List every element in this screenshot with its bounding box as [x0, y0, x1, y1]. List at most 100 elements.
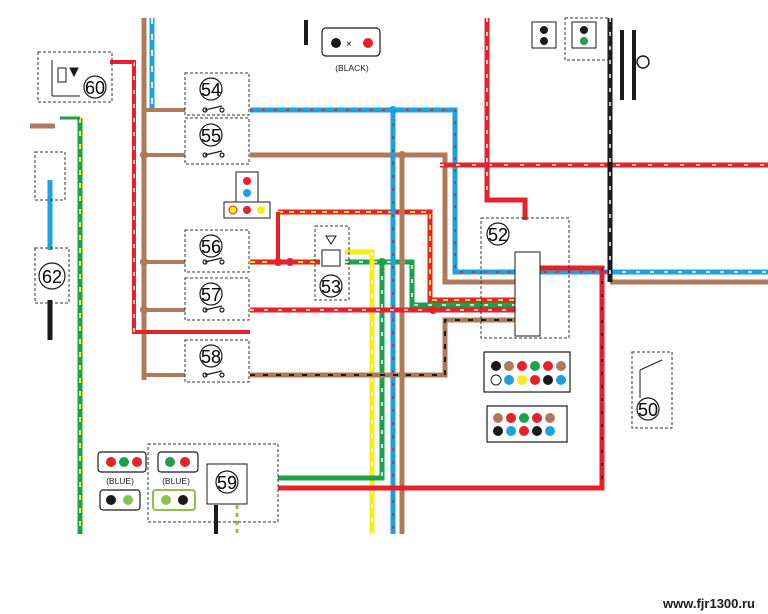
relay-coil	[57, 67, 67, 83]
label-56: 56	[199, 234, 223, 258]
connector-blue-1	[97, 451, 147, 511]
box-52	[480, 217, 570, 339]
contact-lever	[204, 105, 223, 111]
label-60: 60	[83, 75, 107, 99]
pin	[532, 413, 542, 423]
label-57: 57	[199, 282, 223, 306]
pin	[506, 426, 516, 436]
pin-x: ×	[346, 39, 352, 50]
pin-half	[540, 37, 548, 45]
wire-brown-58r-dash	[250, 319, 515, 376]
junction-dot	[429, 306, 437, 314]
contact	[219, 107, 225, 113]
pin-half	[161, 495, 171, 505]
connector-black-top: ×	[321, 27, 381, 57]
label-circle	[215, 470, 239, 494]
label-59: 59	[215, 470, 239, 494]
label-circle	[199, 344, 223, 368]
label-circle	[199, 282, 223, 306]
connector-shell	[99, 489, 141, 511]
label-text: 53	[321, 277, 341, 297]
pin-black	[580, 26, 588, 34]
switch-contacts	[202, 105, 225, 378]
relay-box-57	[184, 277, 250, 321]
connector-label-black: (BLACK)	[335, 63, 369, 73]
diode	[325, 235, 337, 245]
pin	[543, 375, 553, 385]
label-text: 50	[638, 400, 658, 420]
pin	[517, 375, 527, 385]
junction-dot	[286, 258, 294, 266]
label-52: 52	[486, 222, 510, 246]
pin	[517, 361, 527, 371]
component-53-body	[321, 249, 341, 267]
component-53-symbol	[321, 235, 341, 267]
contact	[219, 259, 225, 265]
pin	[491, 361, 501, 371]
relay-box-55	[184, 117, 250, 165]
label-text: 60	[85, 78, 105, 98]
pin	[519, 413, 529, 423]
junction-dot	[140, 151, 148, 159]
label-text: 55	[201, 126, 221, 146]
junction-dot	[140, 306, 148, 314]
connector-shell	[152, 489, 196, 511]
wire-red-yellow-dash	[278, 211, 515, 301]
relay-boxes	[34, 17, 673, 523]
label-text: 52	[488, 225, 508, 245]
box-left-side	[34, 151, 66, 201]
pin-black	[106, 495, 116, 505]
pin-red	[243, 206, 251, 214]
relay-box-56	[184, 229, 250, 273]
wire-red-right-vert	[484, 18, 528, 220]
wire-layer	[30, 18, 768, 534]
pin	[530, 375, 540, 385]
pin-yellow	[228, 205, 238, 215]
pin-red	[180, 457, 190, 467]
pin	[493, 413, 503, 423]
pin	[545, 413, 555, 423]
pin-red	[243, 177, 251, 185]
label-circle	[319, 274, 343, 298]
junction-dot	[378, 258, 386, 266]
label-circle	[199, 234, 223, 258]
junction-dot	[274, 258, 282, 266]
wire-red-left	[110, 60, 250, 334]
junction-dot	[140, 258, 148, 266]
box-60	[37, 51, 113, 103]
pin-black	[331, 38, 341, 48]
contact-lever	[204, 150, 223, 156]
label-54: 54	[199, 77, 223, 101]
pin	[545, 426, 555, 436]
pin	[543, 361, 553, 371]
pin-yellow	[257, 206, 265, 214]
pin-black	[178, 495, 188, 505]
box-50	[631, 351, 673, 429]
component-50-symbol	[639, 359, 663, 398]
label-53: 53	[319, 274, 343, 298]
connector-label-blue-2: (BLUE)	[162, 476, 190, 486]
connector-shell	[235, 171, 259, 203]
relay-box-58	[184, 339, 250, 383]
box-62	[34, 247, 70, 304]
pin	[493, 426, 503, 436]
box-53	[314, 225, 350, 301]
component-labels: 60 62 54 55 56 57 58 53	[38, 75, 660, 494]
pin-red	[363, 38, 373, 48]
label-circle	[38, 262, 66, 290]
contact-lever	[204, 370, 223, 376]
connector-52-a	[483, 351, 571, 393]
label-text: 54	[201, 80, 221, 100]
junction-dot	[389, 106, 397, 114]
pin-green	[165, 457, 175, 467]
pin	[490, 374, 502, 386]
label-circle	[83, 75, 107, 99]
connector-center-left	[223, 171, 271, 219]
pin	[504, 375, 514, 385]
pin-red	[132, 457, 142, 467]
contact	[219, 152, 225, 158]
label-text: 58	[201, 347, 221, 367]
pin	[532, 426, 542, 436]
